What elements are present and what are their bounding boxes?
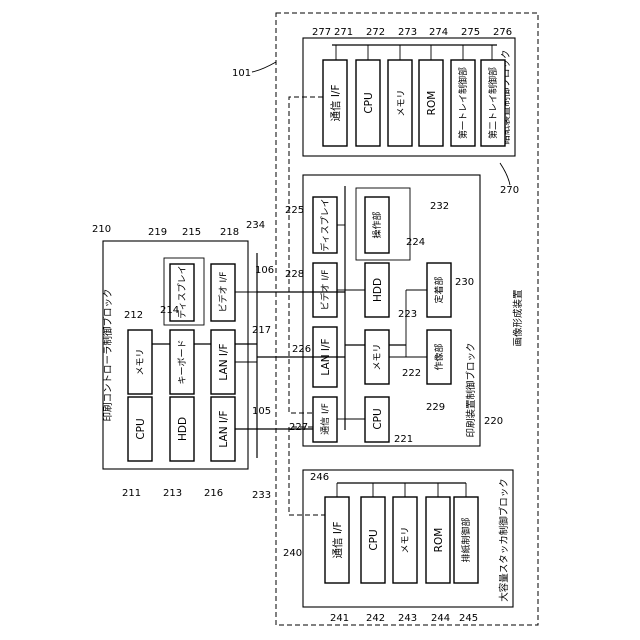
svg-text:ビデオ I/F: ビデオ I/F [217, 272, 229, 313]
svg-text:229: 229 [426, 402, 445, 413]
svg-text:メモリ: メモリ [136, 348, 146, 375]
svg-text:222: 222 [402, 368, 421, 379]
svg-text:221: 221 [394, 434, 413, 445]
svg-text:228: 228 [285, 269, 304, 280]
svg-text:HDD: HDD [372, 278, 384, 302]
svg-text:メモリ: メモリ [397, 89, 407, 116]
svg-text:ビデオ I/F: ビデオ I/F [319, 270, 331, 311]
svg-text:通信 I/F: 通信 I/F [330, 84, 342, 121]
svg-text:274: 274 [429, 27, 448, 38]
svg-text:106: 106 [255, 265, 274, 276]
svg-text:HDD: HDD [177, 417, 189, 441]
svg-text:CPU: CPU [372, 408, 384, 429]
svg-text:275: 275 [461, 27, 480, 38]
svg-text:ROM: ROM [433, 528, 445, 553]
svg-text:メモリ: メモリ [373, 343, 383, 370]
svg-text:243: 243 [398, 613, 417, 624]
svg-text:277: 277 [312, 27, 331, 38]
svg-text:270: 270 [500, 185, 519, 196]
label-print-controller-block: 印刷コントローラ制御ブロック [102, 288, 114, 421]
svg-text:定着部: 定着部 [433, 276, 445, 303]
svg-text:233: 233 [252, 490, 271, 501]
svg-text:CPU: CPU [363, 92, 375, 113]
svg-text:241: 241 [330, 613, 349, 624]
svg-text:105: 105 [252, 406, 271, 417]
label-image-forming-apparatus: 画像形成装置 [512, 289, 524, 346]
svg-text:244: 244 [431, 613, 450, 624]
ref-101: 101 [232, 68, 251, 79]
svg-text:240: 240 [283, 548, 302, 559]
paper-feed-units: 通信 I/F CPU メモリ ROM 第一トレイ制御部 第二トレイ制御部 [323, 45, 505, 146]
svg-text:272: 272 [366, 27, 385, 38]
svg-text:210: 210 [92, 224, 111, 235]
svg-text:224: 224 [406, 237, 425, 248]
svg-text:226: 226 [292, 344, 311, 355]
svg-text:242: 242 [366, 613, 385, 624]
svg-text:排紙制御部: 排紙制御部 [460, 517, 472, 562]
svg-text:通信 I/F: 通信 I/F [319, 403, 331, 435]
svg-text:234: 234 [246, 220, 265, 231]
svg-text:LAN I/F: LAN I/F [218, 343, 230, 380]
svg-text:213: 213 [163, 488, 182, 499]
svg-text:214: 214 [160, 305, 179, 316]
svg-text:メモリ: メモリ [401, 526, 411, 553]
svg-text:230: 230 [455, 277, 474, 288]
stacker-units: 通信 I/F CPU メモリ ROM 排紙制御部 [325, 483, 478, 583]
svg-text:227: 227 [289, 422, 308, 433]
label-stacker-block: 大容量スタッカ制御ブロック [498, 478, 510, 602]
svg-text:作像部: 作像部 [433, 343, 445, 370]
svg-text:CPU: CPU [135, 418, 147, 439]
svg-text:215: 215 [182, 227, 201, 238]
svg-text:第一トレイ制御部: 第一トレイ制御部 [457, 67, 469, 139]
svg-text:操作部: 操作部 [371, 211, 383, 238]
svg-text:キーボード: キーボード [177, 339, 188, 384]
svg-text:220: 220 [484, 416, 503, 427]
svg-text:211: 211 [122, 488, 141, 499]
svg-text:通信 I/F: 通信 I/F [332, 521, 344, 558]
svg-text:217: 217 [252, 325, 271, 336]
svg-text:ROM: ROM [426, 91, 438, 116]
svg-text:276: 276 [493, 27, 512, 38]
svg-text:271: 271 [334, 27, 353, 38]
svg-text:232: 232 [430, 201, 449, 212]
label-print-device-block: 印刷装置制御ブロック [465, 342, 477, 437]
svg-text:273: 273 [398, 27, 417, 38]
svg-text:223: 223 [398, 309, 417, 320]
svg-text:第二トレイ制御部: 第二トレイ制御部 [487, 67, 499, 139]
svg-text:216: 216 [204, 488, 223, 499]
svg-text:ディスプレイ: ディスプレイ [319, 198, 331, 251]
svg-text:LAN I/F: LAN I/F [218, 410, 230, 447]
svg-text:225: 225 [285, 205, 304, 216]
svg-text:245: 245 [459, 613, 478, 624]
svg-text:218: 218 [220, 227, 239, 238]
svg-text:246: 246 [310, 472, 329, 483]
controller-units: CPU メモリ HDD キーボード ディスプレイ LAN I/F LAN I/F… [128, 264, 257, 461]
leader-101 [252, 62, 276, 72]
svg-text:CPU: CPU [368, 529, 380, 550]
svg-text:212: 212 [124, 310, 143, 321]
svg-text:219: 219 [148, 227, 167, 238]
